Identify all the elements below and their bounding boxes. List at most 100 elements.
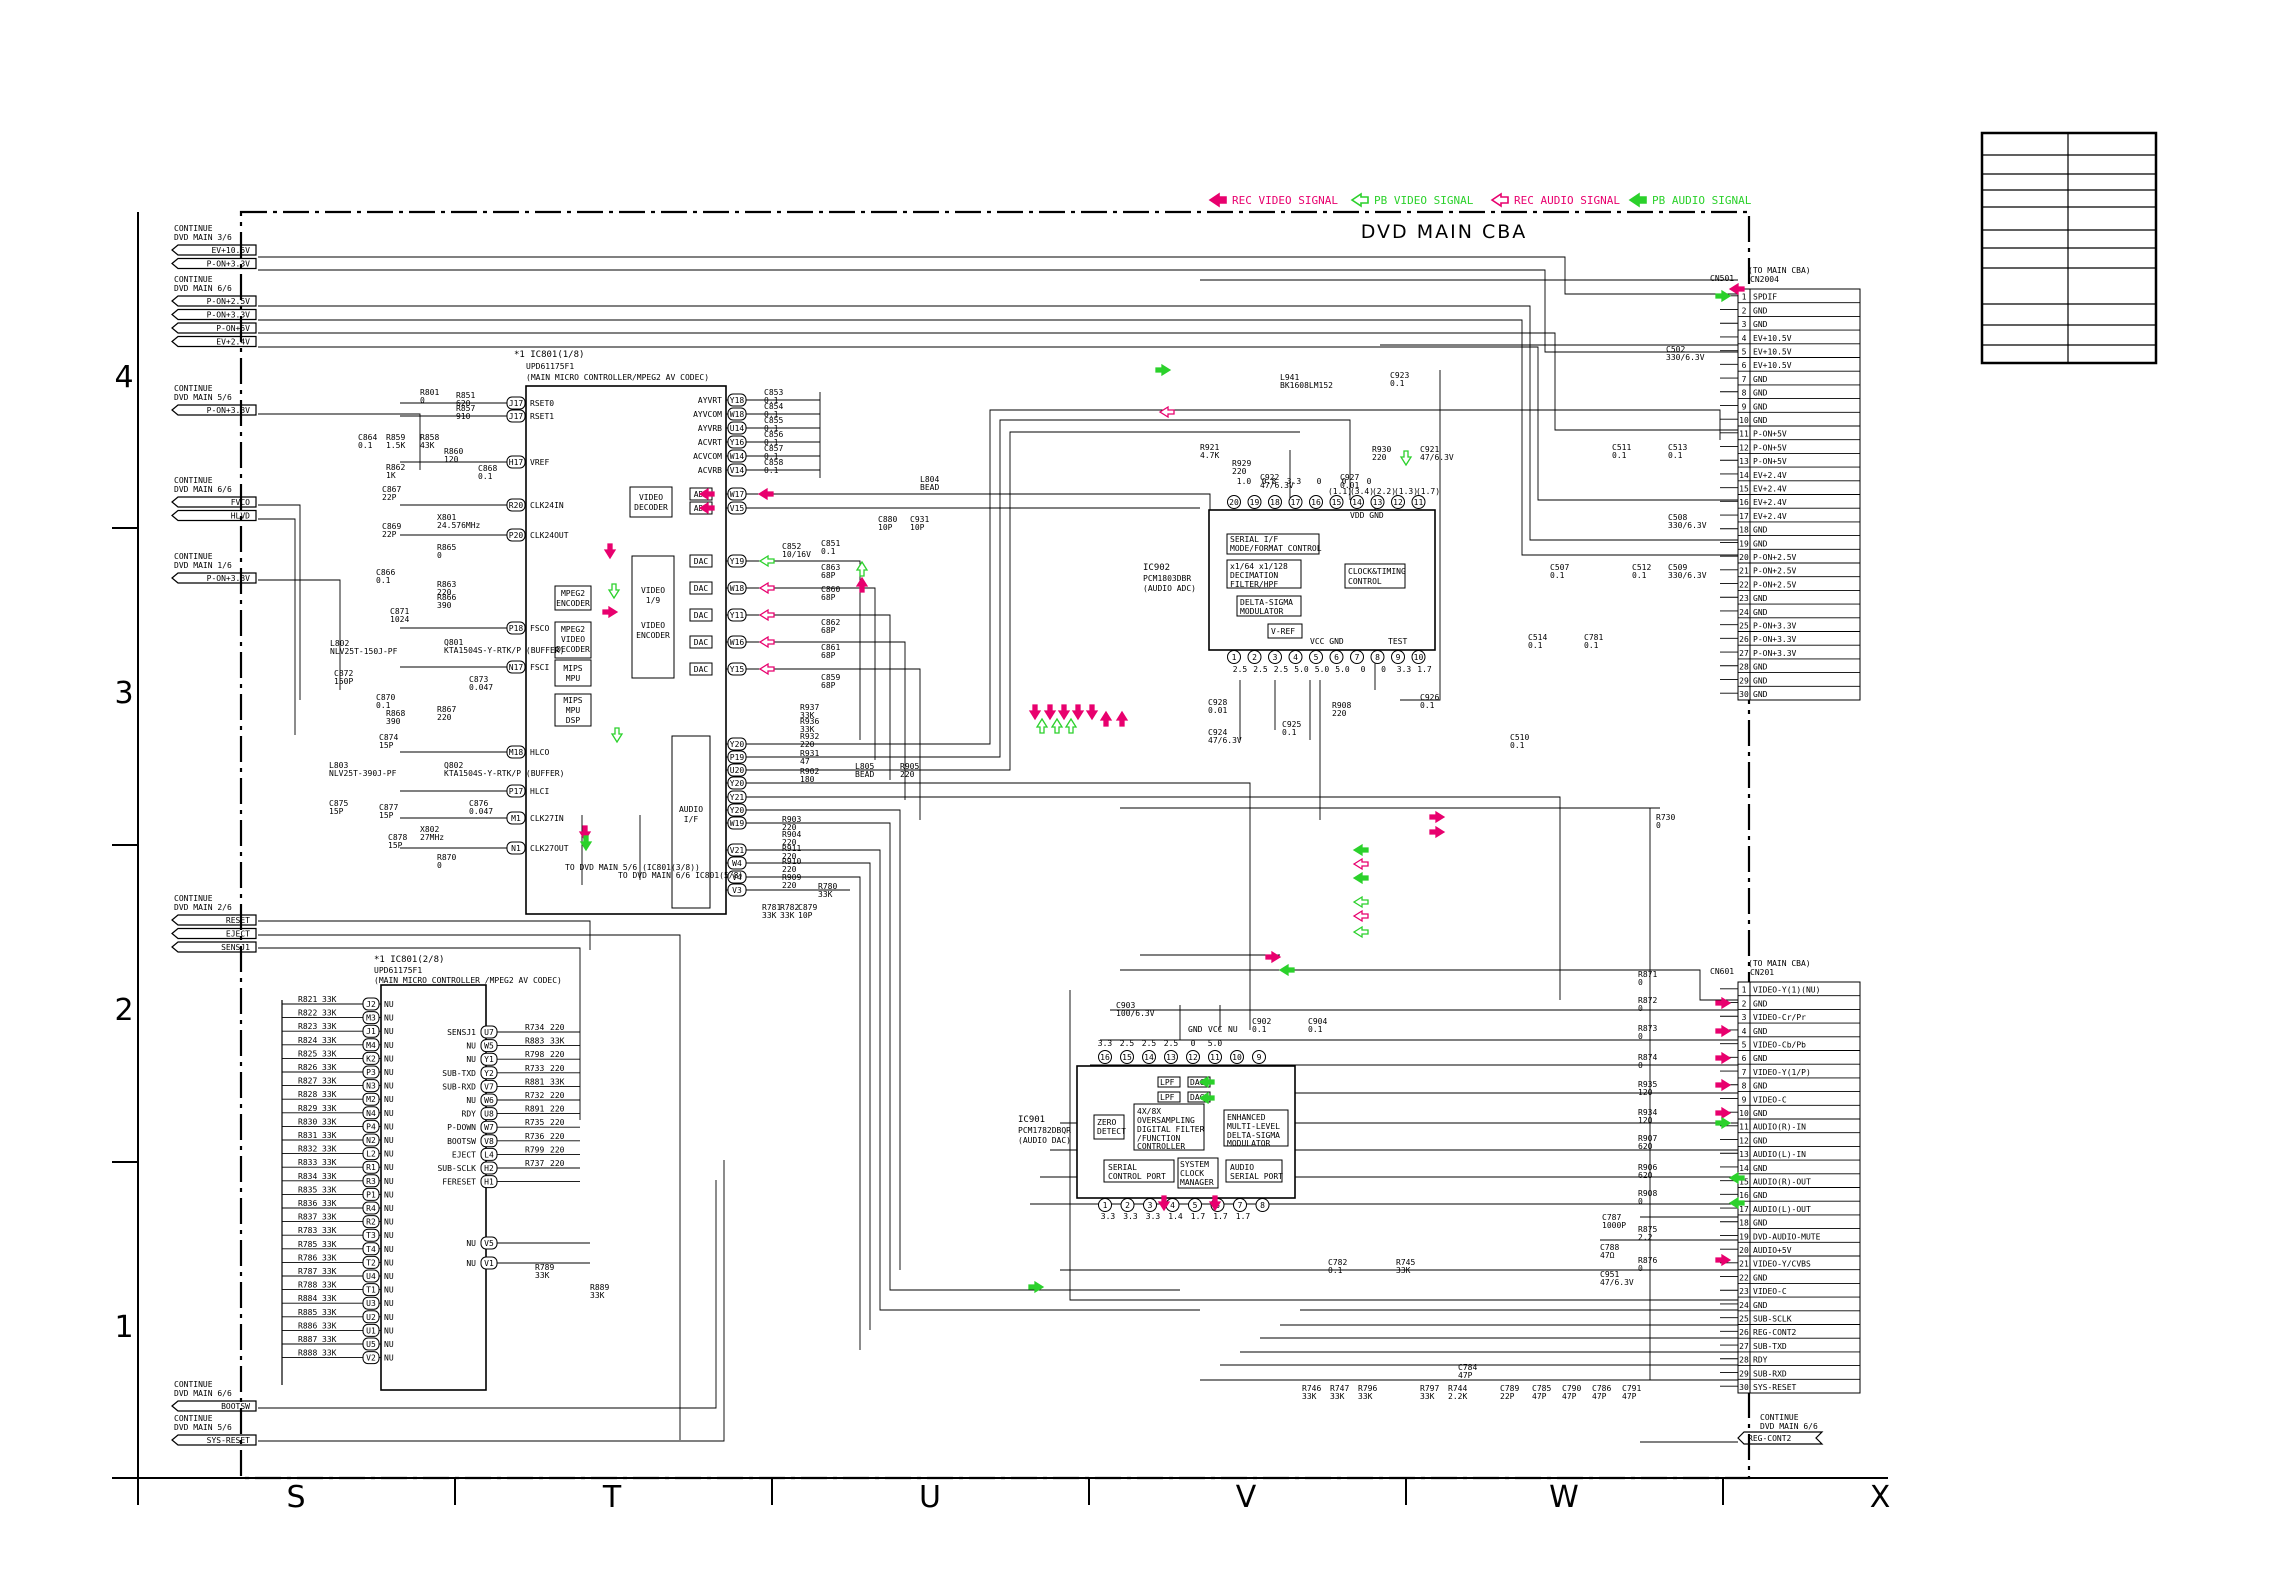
resistor-ref: R736 bbox=[525, 1132, 544, 1141]
component-ref: R872 bbox=[1638, 996, 1657, 1005]
signal-arrow-icon bbox=[578, 825, 592, 842]
resistor-value: 33K bbox=[322, 1267, 337, 1276]
component-value: 220 bbox=[437, 713, 452, 722]
component-ref: R863 bbox=[437, 580, 456, 589]
voltage-reading: 1.7 bbox=[1191, 1212, 1206, 1221]
connector-ref: DVD MAIN 5/6 bbox=[174, 393, 232, 402]
connector-pin-number: 14 bbox=[1739, 471, 1749, 480]
component-ref: R730 bbox=[1656, 813, 1675, 822]
pin-marker bbox=[1329, 650, 1344, 664]
pin-name: FERESET bbox=[442, 1178, 476, 1187]
component-ref: C867 bbox=[382, 485, 401, 494]
signal-arrow-icon bbox=[1208, 1195, 1222, 1212]
connector-pin-name: EV+2.4V bbox=[1753, 471, 1787, 480]
pin-marker bbox=[1227, 495, 1241, 509]
pin-number: P19 bbox=[730, 753, 745, 762]
component-ref: C514 bbox=[1528, 633, 1547, 642]
component-value: 0.1 bbox=[821, 547, 836, 556]
signal-arrow-icon bbox=[1728, 282, 1745, 296]
pin-name: NU bbox=[384, 1218, 394, 1227]
connector-pin-number: 29 bbox=[1739, 676, 1749, 685]
pin-name: NU bbox=[384, 1272, 394, 1281]
component-value: 100/6.3V bbox=[1116, 1009, 1155, 1018]
signal-arrow-icon bbox=[1352, 925, 1369, 939]
component-ref: R860 bbox=[444, 447, 463, 456]
connector-pin-number: 10 bbox=[1739, 1109, 1749, 1118]
component-value: 22P bbox=[382, 493, 397, 502]
svg-text:MULTI-LEVEL: MULTI-LEVEL bbox=[1227, 1122, 1280, 1131]
resistor-value: 33K bbox=[322, 1294, 337, 1303]
component-value: 220 bbox=[782, 852, 797, 861]
pin-name: ACVRT bbox=[698, 438, 722, 447]
resistor-ref: R787 bbox=[298, 1267, 317, 1276]
resistor-value: 33K bbox=[322, 1022, 337, 1031]
pin-name: NU bbox=[384, 1286, 394, 1295]
pin-number: V5 bbox=[484, 1239, 494, 1248]
connector-ref: CONTINUE bbox=[174, 552, 213, 561]
connector-pin-name: P-ON+3.3V bbox=[1753, 622, 1797, 631]
svg-text:DECIMATION: DECIMATION bbox=[1230, 571, 1278, 580]
connector-pin-number: 17 bbox=[1739, 1205, 1749, 1214]
component-value: 47/6.3V bbox=[1420, 453, 1454, 462]
component-value: NLV25T-150J-PF bbox=[330, 647, 398, 656]
component-value: 150P bbox=[334, 677, 353, 686]
connector-pin-number: 21 bbox=[1739, 1260, 1749, 1269]
pin-marker bbox=[1411, 650, 1426, 664]
connector-pin-number: 19 bbox=[1739, 1232, 1749, 1241]
voltage-reading: 1.7 bbox=[1236, 1212, 1251, 1221]
svg-text:TEST: TEST bbox=[1388, 637, 1407, 646]
pin-number: 15 bbox=[1332, 498, 1342, 507]
connector-pin-name: DVD-AUDIO-MUTE bbox=[1753, 1232, 1821, 1241]
svg-text:DIGITAL FILTER: DIGITAL FILTER bbox=[1137, 1125, 1205, 1134]
legend-arrow-icon bbox=[1350, 192, 1369, 208]
resistor-ref: R889 bbox=[590, 1283, 609, 1292]
resistor-value: 33K bbox=[322, 1253, 337, 1262]
voltage-reading: 0 bbox=[1367, 477, 1372, 486]
pin-number: 18 bbox=[1270, 498, 1280, 507]
connector-pin-name: P-ON+5V bbox=[1753, 443, 1787, 452]
resistor-ref: R829 bbox=[298, 1104, 317, 1113]
pin-number: V8 bbox=[484, 1137, 494, 1146]
pin-number: 13 bbox=[1166, 1053, 1176, 1062]
connector-ref: DVD MAIN 6/6 bbox=[1760, 1422, 1818, 1431]
component-ref: C856 bbox=[764, 430, 783, 439]
voltage-reading: 3.3 bbox=[1098, 1039, 1113, 1048]
dac-label: DAC bbox=[694, 665, 709, 674]
connector-pin-name: P-ON+5V bbox=[1753, 457, 1787, 466]
pin-number: V14 bbox=[730, 466, 745, 475]
connector-pin-name: GND bbox=[1753, 389, 1768, 398]
legend-arrow-icon bbox=[1208, 192, 1227, 208]
connector-pin-number: 5 bbox=[1742, 1041, 1747, 1050]
pin-number: 14 bbox=[1352, 498, 1362, 507]
pin-name: NU bbox=[384, 1095, 394, 1104]
component-ref: C787 bbox=[1602, 1213, 1621, 1222]
pin-number: N1 bbox=[511, 844, 521, 853]
signal-arrow-icon bbox=[758, 554, 775, 568]
component-value: 2.2K bbox=[1448, 1392, 1467, 1401]
connector-pin-name: AUDIO+5V bbox=[1753, 1246, 1792, 1255]
connector-pin-number: 3 bbox=[1742, 1013, 1747, 1022]
pin-name: FSCI bbox=[530, 663, 549, 672]
svg-text:SYSTEM: SYSTEM bbox=[1180, 1160, 1209, 1169]
revision-table bbox=[1980, 131, 2158, 365]
component-ref: C879 bbox=[798, 903, 817, 912]
dac-label: DAC bbox=[694, 584, 709, 593]
grid-row-label: 1 bbox=[114, 1310, 133, 1345]
resistor-value: 220 bbox=[550, 1023, 565, 1032]
component-value: 0.047 bbox=[469, 683, 493, 692]
component-value: 2.2 bbox=[1638, 1233, 1653, 1242]
voltage-reading: 2.5 bbox=[1164, 1039, 1179, 1048]
connector-pin-name: EV+2.4V bbox=[1753, 485, 1787, 494]
connector-pin-number: 11 bbox=[1739, 1123, 1749, 1132]
component-value: 33K bbox=[818, 890, 833, 899]
